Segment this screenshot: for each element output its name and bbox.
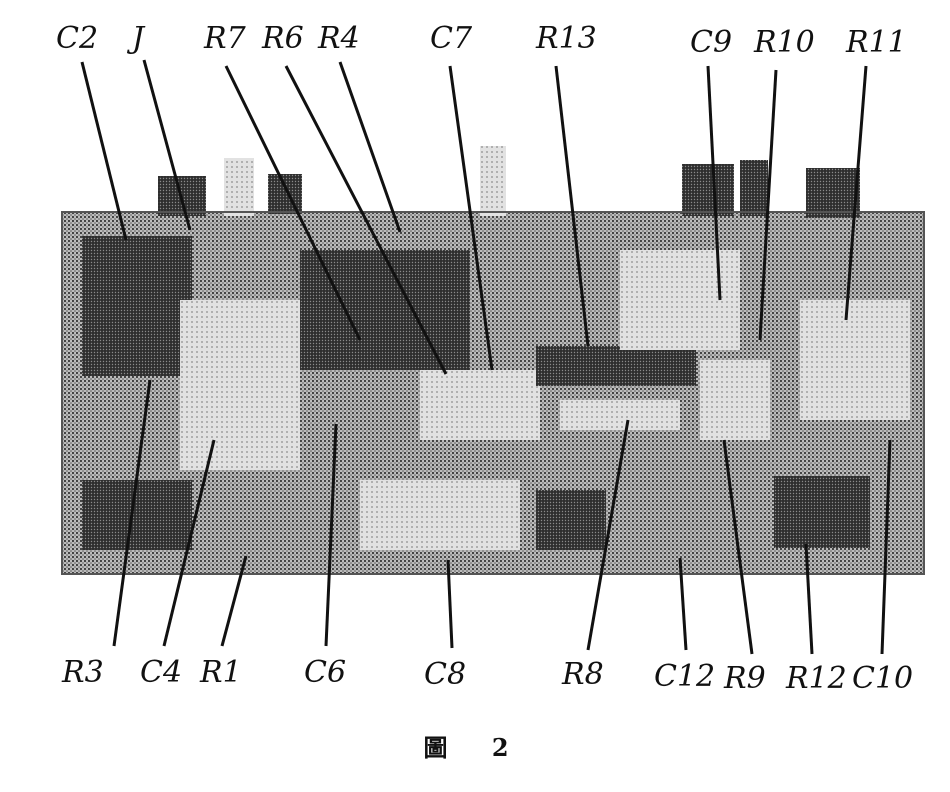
leader-c8 [446,559,454,649]
leader-c12 [678,557,688,651]
label-r11: R11 [845,25,907,60]
label-r1: R1 [199,655,242,690]
label-c10: C10 [852,661,913,696]
leader-r12 [804,543,814,655]
figure-caption: 圖 2 [423,733,527,762]
leader-r10 [758,69,778,341]
label-c7: C7 [430,21,473,56]
label-r9: R9 [723,661,766,696]
label-r4: R4 [317,21,360,56]
leader-r9 [722,439,754,655]
leader-c10 [880,439,892,655]
leader-r6 [284,65,448,375]
label-r7: R7 [203,21,247,56]
leader-r13 [554,65,590,347]
label-c12: C12 [654,659,715,694]
leader-c9 [706,65,722,301]
label-r3: R3 [61,655,104,690]
leader-c4 [162,439,216,647]
leader-j [142,59,192,231]
label-r8: R8 [561,657,604,692]
label-j: J [126,21,146,56]
leader-c6 [324,423,338,647]
leader-r4 [338,61,402,233]
leader-c7 [448,65,494,371]
leader-c2 [80,61,128,241]
top-labels: C2 J R7 R6 R4 C7 R13 C9 R10 R11 [56,21,907,60]
leader-r11 [844,65,868,321]
label-c6: C6 [304,655,346,690]
label-c4: C4 [140,655,182,690]
leader-r3 [112,379,152,647]
leader-r8 [586,419,630,651]
label-r13: R13 [535,21,597,56]
label-c9: C9 [690,25,732,60]
leader-r7 [224,65,362,341]
label-c8: C8 [424,657,466,692]
label-r6: R6 [261,21,304,56]
label-c2: C2 [56,21,98,56]
leader-lines [80,59,892,655]
label-r12: R12 [785,661,847,696]
label-r10: R10 [753,25,815,60]
board-photo [61,146,925,575]
leader-r1 [220,555,248,647]
bottom-labels: R3 C4 R1 C6 C8 R8 C12 R9 R12 C10 [61,655,913,696]
